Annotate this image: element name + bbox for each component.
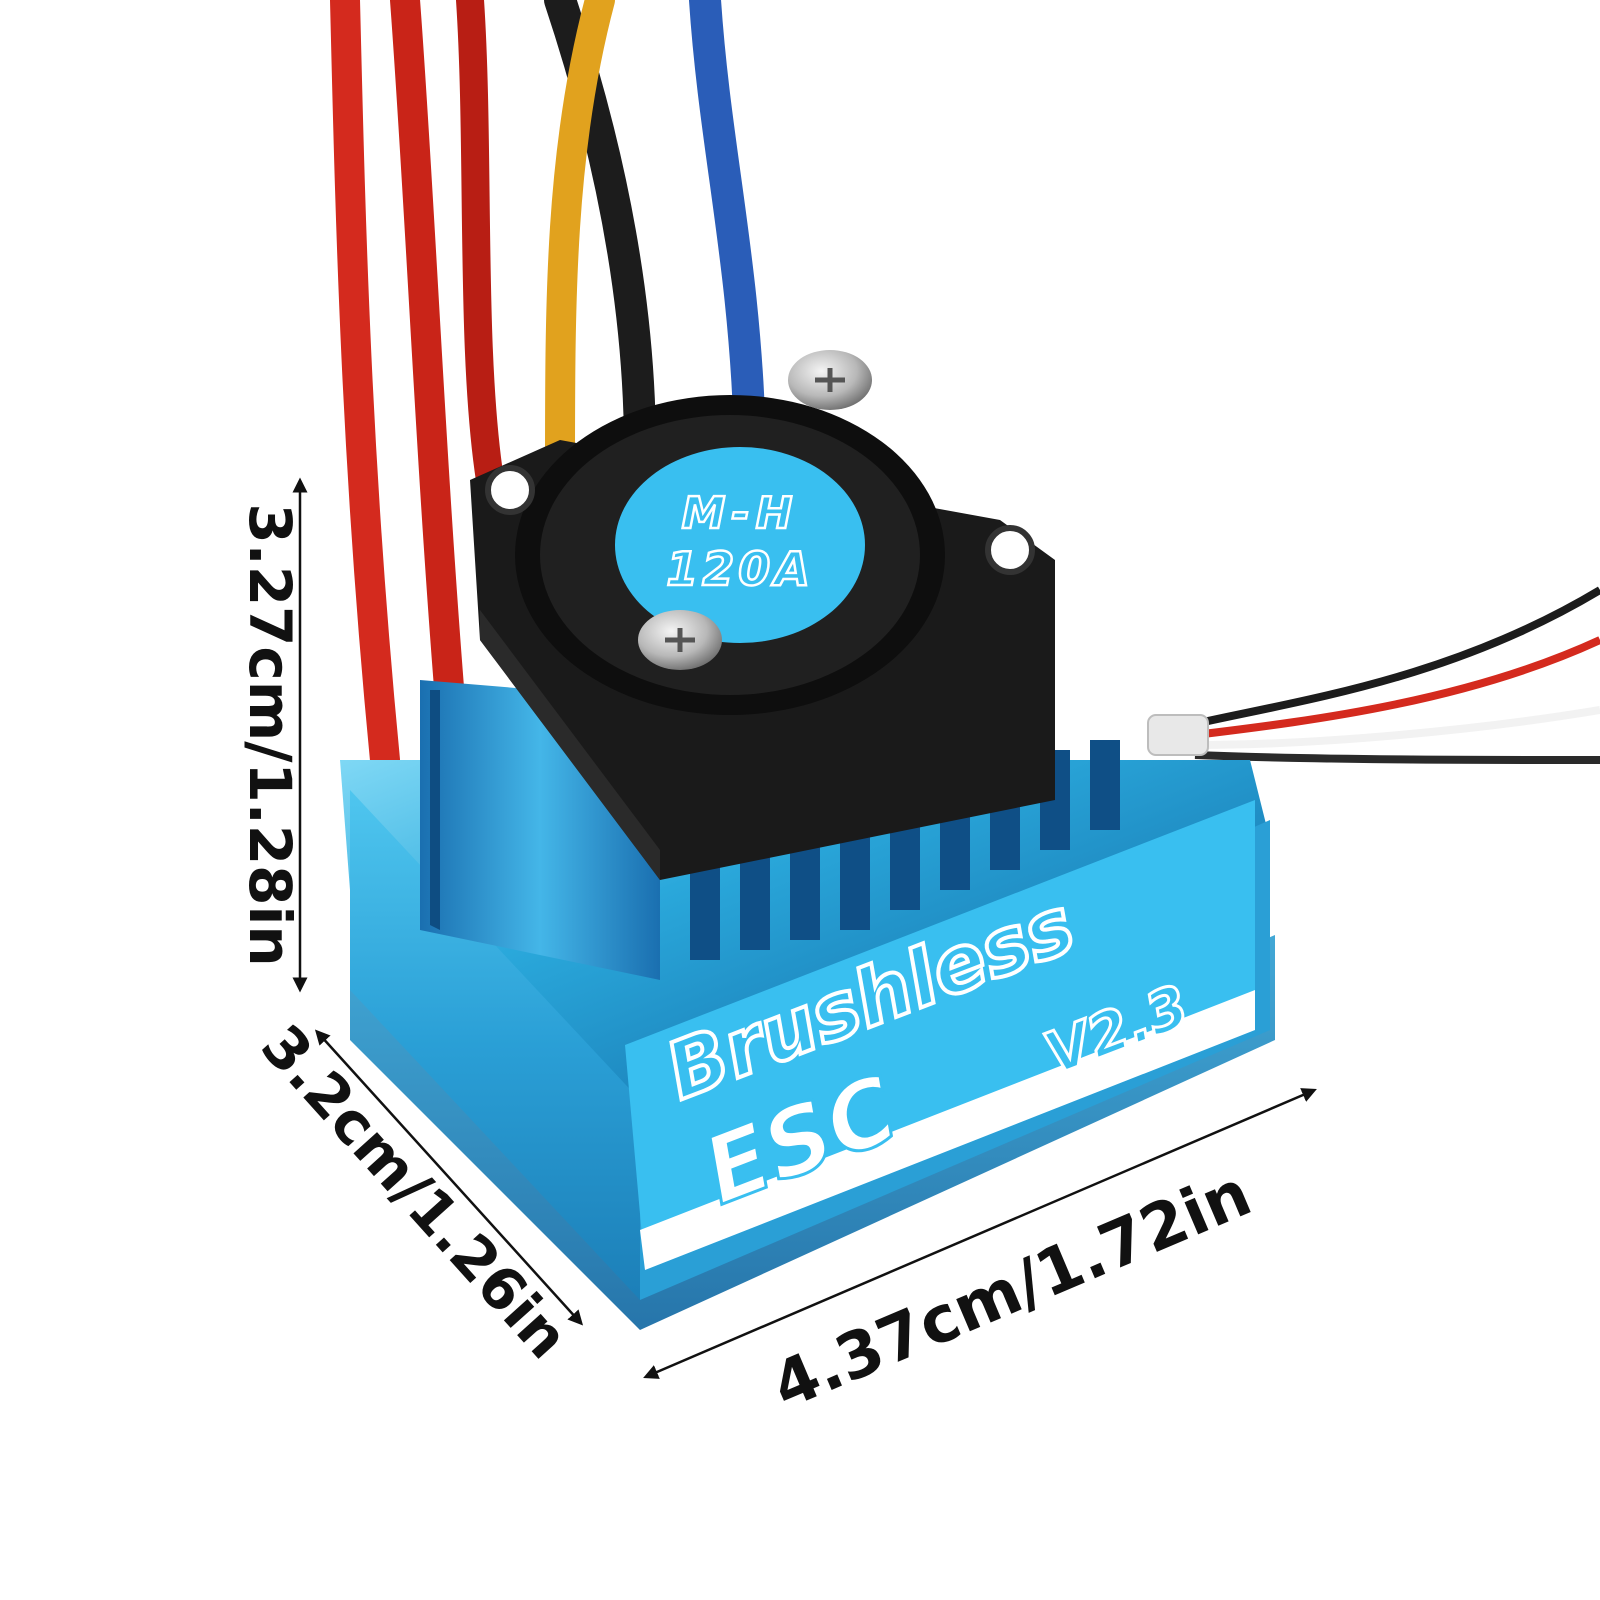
fan-label-line1: M-H [682, 488, 799, 539]
fan-hole-right [985, 525, 1035, 575]
fan-label-line2: 120A [666, 542, 814, 596]
wire-blue [689, 0, 766, 456]
screw-icon [788, 350, 872, 410]
signal-wire [1147, 586, 1600, 764]
width-arrow [643, 1088, 1317, 1379]
fan-hole-left [485, 465, 535, 515]
power-wires [330, 0, 766, 775]
wire-red-2 [390, 0, 465, 715]
fan-hub-label [615, 447, 865, 643]
signal-connector [1147, 714, 1209, 756]
wire-yellow [545, 0, 615, 485]
depth-arrow [314, 1029, 584, 1326]
wire-red-3 [456, 0, 504, 494]
cooling-fan: M-H 120A [470, 350, 1055, 880]
screw-icon [638, 610, 722, 670]
wire-red-1 [330, 0, 400, 775]
height-dimension-label: 3.27cm/1.28in [236, 503, 304, 966]
